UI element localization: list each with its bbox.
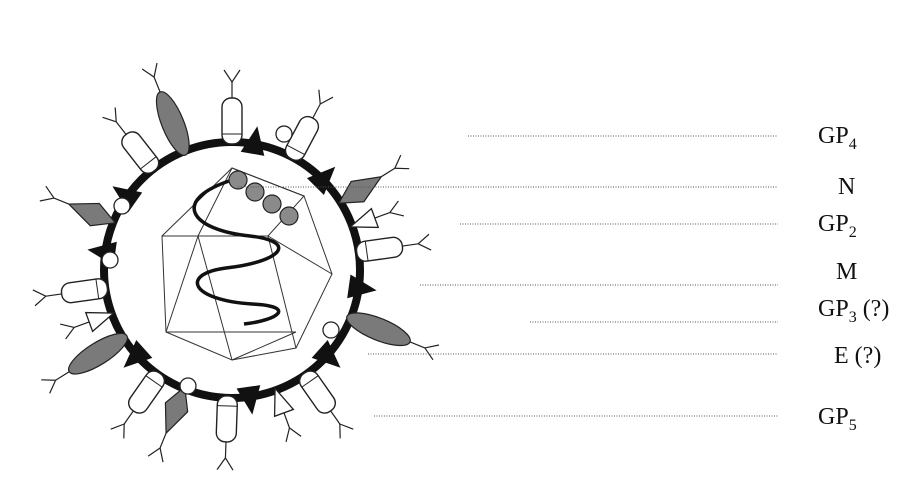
label-gp4: GP4 bbox=[818, 123, 857, 153]
label-n: N bbox=[838, 174, 855, 200]
nucleocapsid-beads bbox=[229, 171, 298, 225]
protein-labels: GP4 N GP2 M GP3 (?) E (?) GP5 bbox=[818, 123, 889, 434]
label-m: M bbox=[836, 259, 857, 285]
label-e: E (?) bbox=[834, 343, 881, 369]
label-gp5: GP5 bbox=[818, 404, 857, 434]
label-gp3: GP3 (?) bbox=[818, 296, 889, 326]
label-gp2: GP2 bbox=[818, 211, 857, 241]
